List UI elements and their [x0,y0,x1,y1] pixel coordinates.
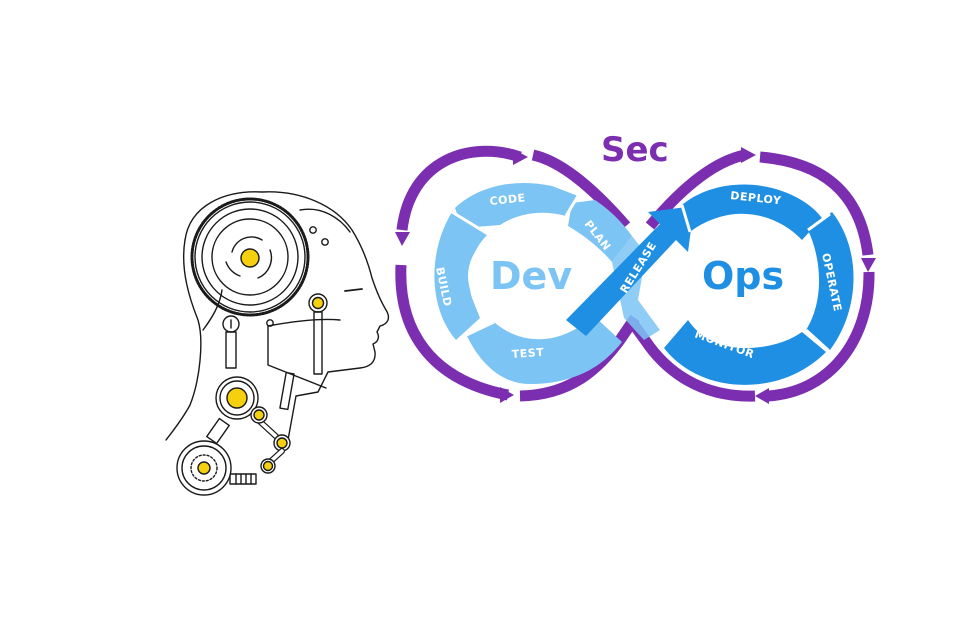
sec-outer-ring [395,145,875,402]
stage-release [566,206,694,336]
stage-deploy [682,184,822,240]
stage-plan [568,200,632,262]
stage-code [455,182,578,228]
label-test: TEST [511,346,544,361]
stage-build [434,212,488,340]
ops-word: Ops [702,254,784,298]
dev-word: Dev [490,254,572,298]
robot-neck-outline [165,239,202,441]
devops-infinity-loop [395,145,876,404]
label-code: CODE [489,191,526,208]
label-deploy: DEPLOY [730,189,783,207]
sec-title: Sec [601,130,669,170]
stage-monitor [664,320,826,385]
stage-operate [806,212,854,350]
ops-lobe [664,184,854,385]
gear-icon [190,197,310,317]
robot-head-outline [184,191,390,441]
robot-head-illustration [165,191,390,496]
